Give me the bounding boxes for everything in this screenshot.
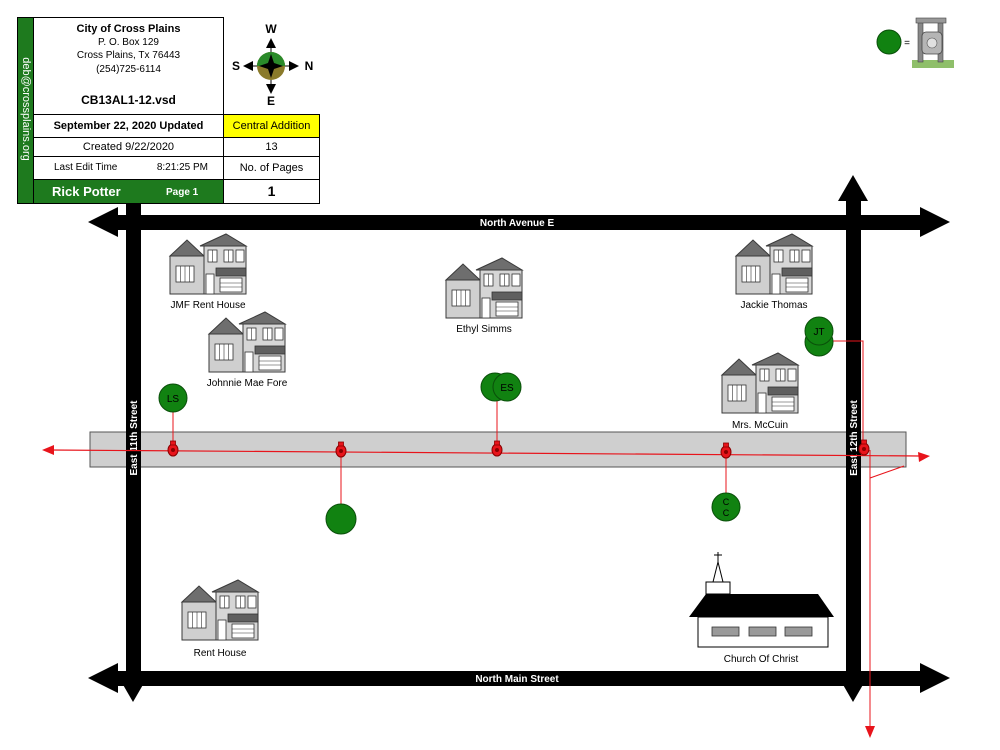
legend-meter-symbol — [876, 29, 902, 55]
gas-main-line — [49, 449, 921, 457]
street-label-west: East 11th Street — [129, 400, 140, 476]
street-label-south: North Main Street — [475, 674, 559, 685]
svg-text:=: = — [904, 38, 910, 49]
svg-text:JT: JT — [813, 327, 824, 338]
svg-text:E: E — [267, 94, 275, 108]
svg-text:ES: ES — [500, 383, 514, 394]
house-label-johnnie: Johnnie Mae Fore — [207, 378, 288, 389]
svg-text:LS: LS — [167, 394, 180, 405]
house-icon-jmf — [169, 233, 247, 295]
house-icon-jackie — [735, 233, 813, 295]
city-name: City of Cross Plains — [76, 23, 181, 35]
road-east-11th-street — [118, 200, 148, 702]
house-label-mccuin: Mrs. McCuin — [732, 420, 788, 431]
gas-meter-cc: C C — [711, 492, 741, 522]
house-icon-ethyl — [445, 257, 523, 319]
file-name: CB13AL1-12.vsd — [81, 93, 176, 107]
gas-meter-unlabeled — [325, 503, 357, 535]
road-north-main-street — [88, 663, 950, 693]
last-edit-cell: Last Edit Time 8:21:25 PM — [33, 156, 224, 180]
svg-text:W: W — [265, 22, 277, 36]
side-email: deb@crossplains.org — [20, 57, 32, 161]
street-label-north: North Avenue E — [480, 218, 555, 229]
created-value-cell: 13 — [223, 137, 320, 157]
gas-line-arrow-south — [865, 726, 875, 738]
gas-meter-es: ES — [480, 372, 522, 402]
house-icon-mccuin — [721, 352, 799, 414]
church-icon — [689, 552, 834, 648]
city-state: Cross Plains, Tx 76443 — [76, 50, 181, 61]
phone-number: (254)725-6114 — [96, 64, 161, 75]
legend: = — [876, 17, 954, 68]
gas-line-arrow-west — [42, 445, 54, 455]
house-label-jackie: Jackie Thomas — [740, 300, 807, 311]
svg-text:C: C — [723, 508, 730, 518]
pages-value-cell: 1 — [223, 179, 320, 204]
gas-meter-icon — [912, 17, 954, 68]
house-label-ethyl: Ethyl Simms — [456, 324, 512, 335]
street-label-east: East 12th Street — [849, 400, 860, 476]
address-box: City of Cross Plains P. O. Box 129 Cross… — [33, 17, 224, 115]
gas-meter-jt: JT — [804, 316, 834, 357]
section-cell: Central Addition — [223, 114, 320, 138]
svg-text:C: C — [723, 497, 730, 507]
author-cell: Rick Potter Page 1 — [33, 179, 224, 204]
house-icon-rent — [181, 579, 259, 641]
house-icon-johnnie — [208, 311, 286, 373]
updated-cell: September 22, 2020 Updated — [33, 114, 224, 138]
road-east-12th-street — [838, 175, 868, 702]
author-name: Rick Potter — [52, 184, 121, 199]
pages-label-cell: No. of Pages — [223, 156, 320, 180]
po-box: P. O. Box 129 — [98, 37, 159, 48]
page-label: Page 1 — [166, 187, 199, 198]
title-block: deb@crossplains.org City of Cross Plains… — [17, 17, 320, 205]
church-label: Church Of Christ — [724, 654, 799, 665]
house-label-jmf: JMF Rent House — [170, 300, 245, 311]
compass-rose: W E S N — [232, 22, 313, 108]
gas-meter-ls: LS — [158, 383, 188, 413]
created-cell: Created 9/22/2020 — [33, 137, 224, 157]
road-north-avenue-e — [88, 207, 950, 237]
svg-text:N: N — [305, 59, 314, 73]
svg-text:S: S — [232, 59, 240, 73]
gas-line-arrow-east — [918, 452, 930, 462]
house-label-rent: Rent House — [194, 648, 247, 659]
